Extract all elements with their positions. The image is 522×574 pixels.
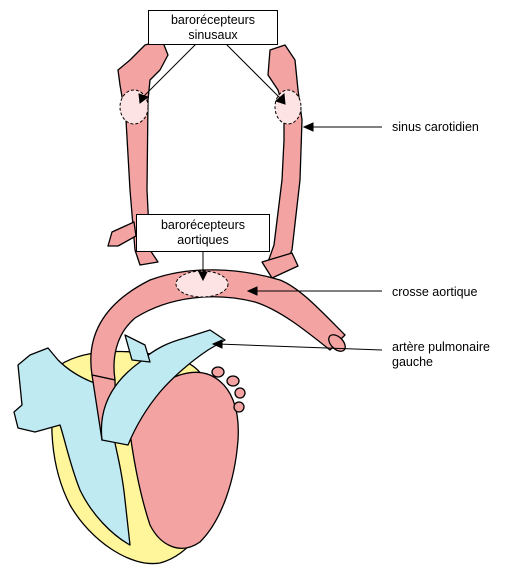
label-sinus-carotidien: sinus carotidien — [392, 120, 479, 135]
baro-aortic-line2: aortiques — [137, 233, 269, 248]
baro-aortic-line1: barorécepteurs — [137, 218, 269, 233]
right-carotid-artery — [268, 45, 302, 265]
label-artere-pulmonaire-line2: gauche — [392, 355, 490, 370]
label-artere-pulmonaire-line1: artère pulmonaire — [392, 340, 490, 355]
baro-sinus-line2: sinusaux — [149, 28, 277, 43]
right-sinus-baroreceptor — [275, 90, 301, 124]
baro-sinus-box: barorécepteurs sinusaux — [148, 10, 278, 45]
label-artere-pulmonaire: artère pulmonaire gauche — [392, 340, 490, 370]
right-subclavian-branch — [262, 253, 298, 278]
baro-aortic-box: barorécepteurs aortiques — [136, 214, 270, 252]
arrow-artere-pulmonaire — [218, 344, 382, 350]
label-crosse-aortique: crosse aortique — [392, 285, 477, 300]
left-subclavian-branch — [108, 222, 136, 246]
baro-sinus-line1: barorécepteurs — [149, 13, 277, 28]
